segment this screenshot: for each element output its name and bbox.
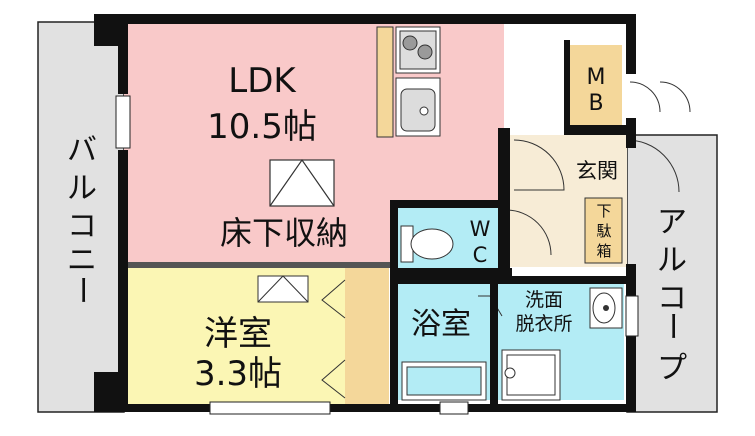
wc-label-2: C: [473, 243, 488, 267]
washroom-label-1: 洗面: [525, 289, 563, 311]
stove-icon: [395, 26, 441, 74]
balcony-char: ニ: [67, 243, 97, 278]
toilet-icon: [400, 225, 454, 263]
mb-label-2: B: [588, 91, 603, 116]
door-swings: [478, 81, 691, 317]
closet-floor: [345, 266, 389, 406]
getabako-label-3: 箱: [596, 242, 611, 260]
alcove-char: ー: [654, 311, 689, 341]
closet-door-marks: [257, 275, 346, 399]
western-room-name: 洋室: [204, 314, 272, 354]
alcove-char: ル: [657, 243, 687, 278]
windows: [115, 95, 639, 415]
alcove-char: ア: [657, 205, 687, 240]
bathtub-icon: [401, 361, 487, 401]
ldk-size: 10.5帖: [207, 107, 317, 147]
balcony-char: ル: [67, 171, 97, 206]
washing-machine-pan-icon: [501, 349, 561, 401]
alcove-label: ア ル コ ー プ: [654, 205, 689, 386]
kitchen-counter: [376, 26, 394, 138]
balcony-area: [37, 21, 125, 413]
getabako-label-2: 駄: [596, 222, 611, 240]
alcove-char: コ: [657, 281, 687, 316]
balcony-char: ー: [64, 275, 99, 305]
genkan-label: 玄関: [576, 159, 618, 183]
alcove-char: プ: [657, 351, 687, 386]
balcony-char: バ: [67, 133, 97, 168]
bath-label: 浴室: [411, 307, 471, 342]
wc-label-1: W: [470, 217, 491, 241]
underfloor-storage-label: 床下収納: [220, 214, 348, 252]
western-room-size: 3.3帖: [194, 354, 282, 394]
balcony-char: コ: [67, 209, 97, 244]
mb-label-1: M: [587, 65, 606, 90]
washbasin-icon: [589, 287, 623, 329]
mb-floor: [570, 45, 622, 125]
washroom-label-2: 脱衣所: [515, 313, 572, 335]
getabako-label-1: 下: [596, 202, 611, 220]
getabako-floor: [584, 197, 623, 264]
ldk-name: LDK: [228, 61, 297, 101]
alcove-area: [626, 134, 718, 413]
balcony-label: バ ル コ ニ ー: [64, 133, 99, 305]
kitchen-sink-icon: [395, 77, 441, 137]
walls: [94, 14, 636, 412]
underfloor-storage-hatch: [269, 158, 335, 207]
